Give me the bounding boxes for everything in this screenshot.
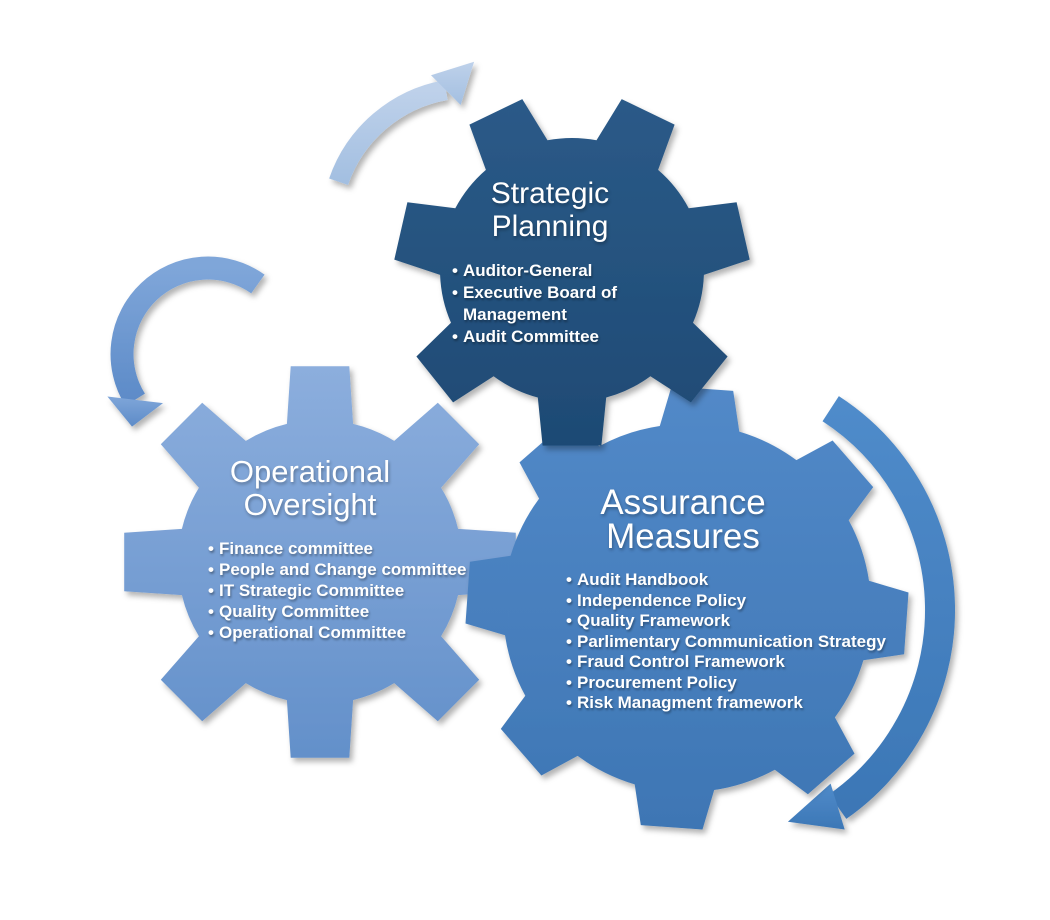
gear-bullet-item: •Parlimentary Communication Strategy: [566, 632, 911, 653]
bullet-dot: •: [452, 283, 458, 302]
gear-title-line: Measures: [606, 517, 760, 556]
gear-bullet-item: • Auditor-General: [452, 260, 637, 282]
gear-bullet-list-strategic: • Auditor-General • Executive Board of Mana…: [452, 260, 637, 348]
gear-bullet-item: •Procurement Policy: [566, 673, 911, 694]
curved-arrow-up-right-shaft: [329, 80, 448, 186]
bullet-text: Independence Policy: [577, 590, 747, 610]
bullet-dot: •: [566, 590, 572, 610]
gear-bullet-item: •Independence Policy: [566, 591, 911, 612]
curved-arrow-around-right-icon: [787, 396, 956, 830]
gear-bullet-item: • IT Strategic Committee: [208, 580, 480, 601]
gear-title-line: Oversight: [243, 487, 377, 522]
gear-title-line: Operational: [229, 454, 391, 489]
bullet-text: Executive Board of Management: [463, 283, 617, 324]
bullet-text: Quality Committee: [219, 602, 370, 621]
bullet-dot: •: [452, 261, 458, 280]
bullet-dot: •: [208, 581, 214, 600]
bullet-text: Audit Committee: [463, 327, 599, 346]
gear-shape-assurance-measures: [465, 386, 909, 830]
bullet-dot: •: [208, 602, 214, 621]
bullet-text: Audit Handbook: [577, 570, 709, 589]
bullet-dot: •: [566, 693, 572, 712]
gear-bullet-item: • Quality Framework: [566, 611, 911, 632]
bullet-dot: •: [208, 539, 214, 558]
gear-title-line: Strategic: [490, 177, 610, 210]
gear-title-line: Planning: [491, 210, 609, 243]
curved-arrow-up-right-icon: [329, 61, 475, 186]
gear-shape-strategic-planning: [394, 99, 750, 446]
gear-bullet-item: • Quality Committee: [208, 601, 480, 622]
gear-bullet-list-assurance: •Audit Handbook•Independence Policy•Qual…: [566, 570, 911, 714]
gear-bullet-item: • Audit Handbook: [566, 570, 911, 591]
curved-arrow-down-left-shaft: [110, 256, 265, 406]
bullet-text: Parlimentary Communication Strategy: [577, 631, 886, 651]
gear-title-operational-oversight: Operational Oversight: [160, 455, 460, 521]
gear-shape-operational-oversight: [124, 366, 516, 758]
bullet-dot: •: [566, 672, 572, 692]
curved-arrow-up-right-head: [431, 61, 475, 105]
gear-bullet-item: • Risk Managment framework: [566, 693, 911, 714]
bullet-text: Operational Committee: [219, 623, 407, 642]
curved-arrow-down-left-head: [107, 396, 163, 427]
gear-bullet-item: • Audit Committee: [452, 326, 637, 348]
operational-oversight-label-group: Operational Oversight • Finance committee…: [160, 455, 467, 643]
bullet-dot: •: [566, 611, 572, 630]
gear-bullet-item: • Operational Committee: [208, 622, 480, 643]
gear-title-line: Assurance: [600, 483, 766, 522]
gear-bullet-list-operational: • Finance committee • People and Change com…: [208, 538, 480, 643]
bullet-dot: •: [566, 652, 572, 671]
bullet-dot: •: [566, 570, 572, 589]
bullet-text: Risk Managment framework: [577, 693, 803, 712]
bullet-text: Procurement Policy: [577, 672, 737, 692]
gear-title-strategic-planning: Strategic Planning: [410, 177, 690, 243]
curved-arrow-down-left-icon: [107, 256, 265, 427]
bullet-dot: •: [566, 631, 572, 651]
gear-bullet-item: • People and Change committee: [208, 559, 480, 580]
gear-title-assurance-measures: Assurance Measures: [528, 483, 838, 556]
bullet-text: Finance committee: [219, 539, 373, 558]
bullet-dot: •: [452, 327, 458, 346]
gear-bullet-item: • Fraud Control Framework: [566, 652, 911, 673]
bullet-dot: •: [208, 560, 214, 579]
bullet-text: Auditor-General: [463, 261, 593, 280]
gear-bullet-item: • Executive Board of Management: [452, 282, 637, 326]
bullet-dot: •: [208, 623, 214, 642]
bullet-text: IT Strategic Committee: [219, 581, 405, 600]
curved-arrow-around-right-shaft: [822, 396, 956, 819]
bullet-text: Fraud Control Framework: [577, 652, 785, 671]
gear-bullet-item: • Finance committee: [208, 538, 480, 559]
bullet-text: Quality Framework: [577, 611, 731, 630]
assurance-measures-label-group: Assurance Measures •Audit Handbook•Indep…: [528, 483, 886, 714]
curved-arrow-around-right-head: [787, 783, 845, 830]
bullet-text: People and Change committee: [219, 560, 467, 579]
strategic-planning-label-group: Strategic Planning • Auditor-General • Exec…: [410, 177, 690, 348]
